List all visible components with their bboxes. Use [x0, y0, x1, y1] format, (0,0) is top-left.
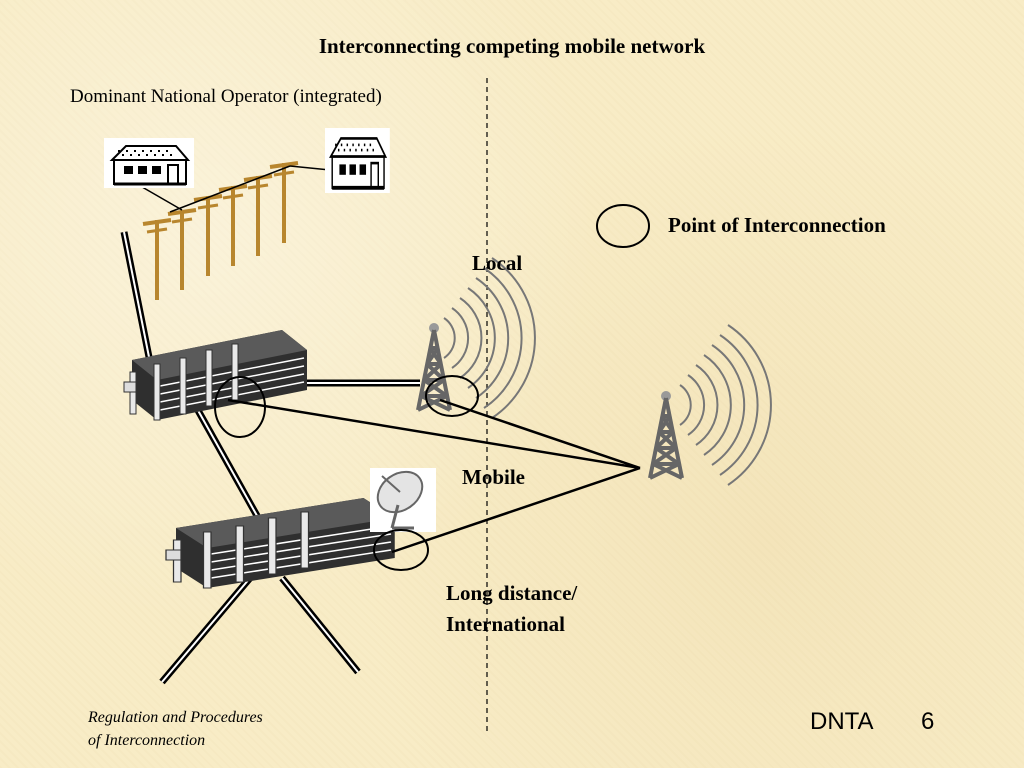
label-local: Local: [472, 251, 523, 275]
slide-title: Interconnecting competing mobile network: [318, 34, 706, 58]
label-international: International: [446, 612, 566, 636]
mobile-links: [227, 398, 641, 554]
radio-tower-icon: [648, 389, 684, 480]
page-number: 6: [921, 708, 935, 735]
footer-caption-line1: Regulation and Procedures: [88, 709, 263, 726]
house-icon: [323, 126, 392, 195]
footer-caption: Regulation and Procedures of Interconnec…: [88, 706, 328, 752]
house-icon: [102, 136, 196, 190]
radio-waves: [443, 257, 536, 419]
label-mobile: Mobile: [462, 465, 525, 489]
trunk-cable: [159, 379, 420, 685]
radio-waves: [679, 324, 772, 486]
footer-brand: DNTA: [810, 708, 874, 735]
legend-label: Point of Interconnection: [668, 213, 886, 237]
label-long-distance: Long distance/: [446, 581, 578, 605]
legend-marker-icon: [596, 204, 650, 248]
satellite-dish-icon: [370, 468, 436, 532]
footer-caption-line2: of Interconnection: [88, 732, 206, 749]
local-cable: [120, 231, 156, 373]
interconnection-point: [214, 375, 479, 571]
radio-tower-icon: [416, 321, 452, 412]
operator-label: Dominant National Operator (integrated): [70, 86, 382, 107]
exchange-building-icon: [165, 497, 396, 589]
